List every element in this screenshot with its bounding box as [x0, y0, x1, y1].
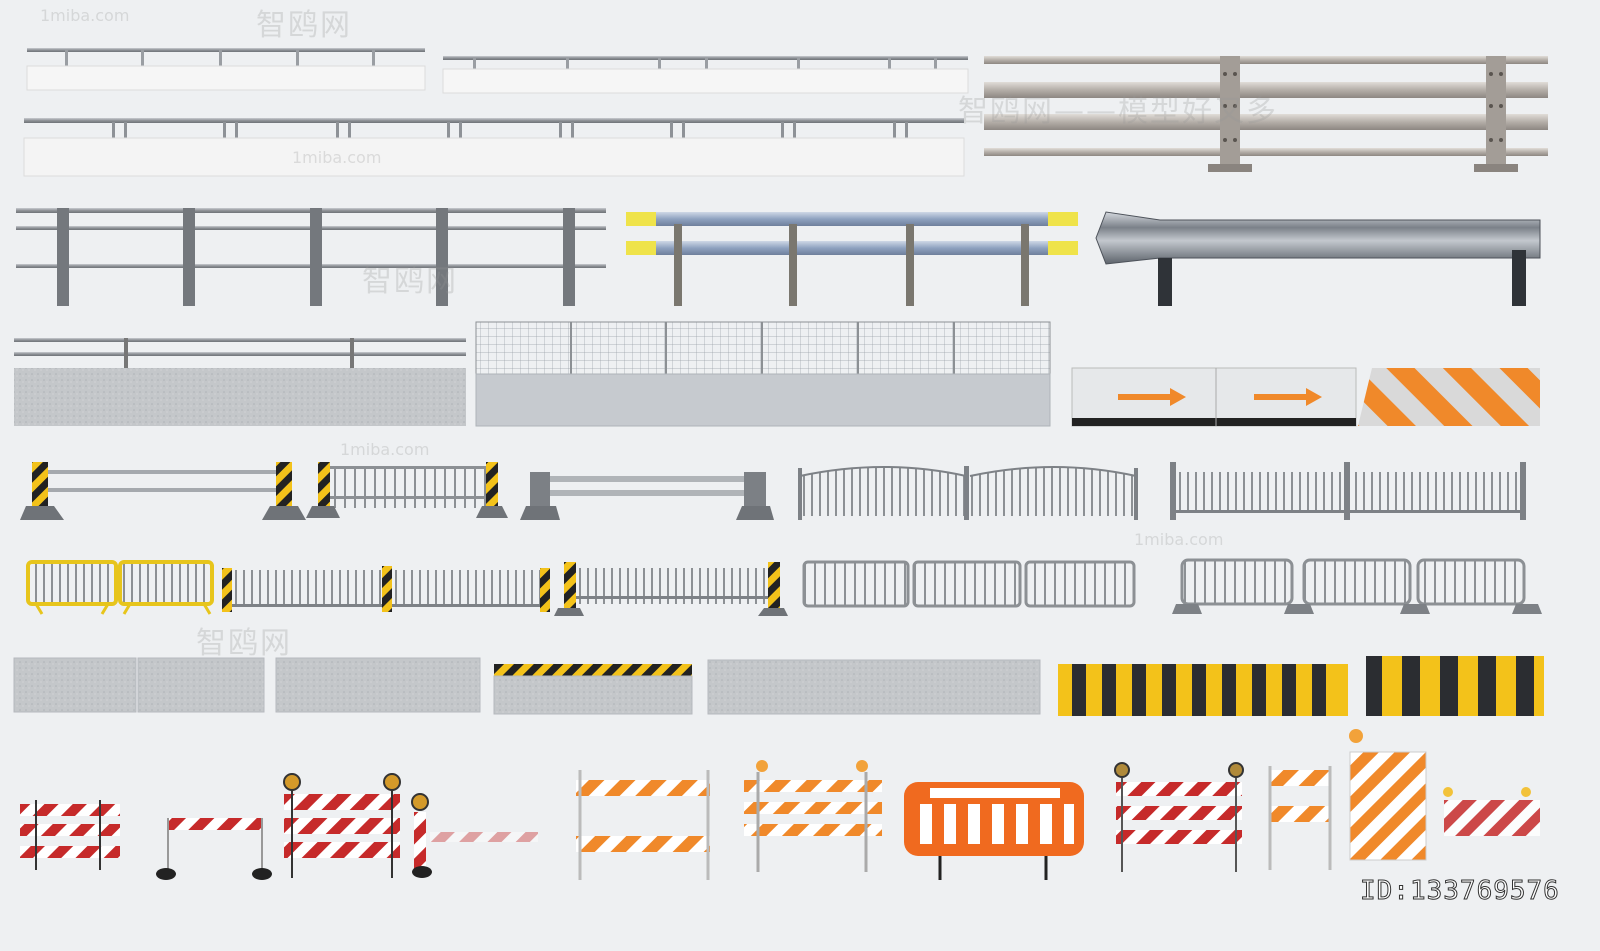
orange-plastic-barricade	[904, 782, 1084, 880]
steel-crowd-barriers	[802, 560, 1136, 608]
loop-top-railing-with-posts	[554, 562, 788, 616]
arched-railing-fence	[798, 466, 1138, 520]
concrete-jersey-barrier-2	[275, 657, 481, 713]
sign-stand-barricades	[1268, 729, 1540, 870]
orange-white-barricade-with-lights	[744, 760, 882, 872]
yellow-black-barrier-2	[1366, 656, 1544, 716]
parapet-rail-3	[23, 118, 965, 177]
blue-w-beam-guardrail	[626, 212, 1078, 306]
orange-white-barricade-1	[576, 770, 710, 880]
pedestrian-rail-barrier-3	[520, 472, 774, 520]
yellow-crowd-barrier	[26, 560, 214, 615]
striped-post-with-light	[411, 793, 538, 878]
loop-top-railing-fence	[1170, 462, 1526, 520]
steel-post-railing	[16, 208, 606, 306]
hazard-striped-concrete-barrier	[493, 664, 693, 715]
loop-top-railing-with-bollards	[222, 566, 550, 612]
red-white-barricade-2	[156, 818, 272, 880]
mesh-fence-on-barrier	[475, 321, 1051, 427]
yellow-black-barrier-1	[1058, 664, 1348, 716]
parapet-rail-2	[442, 56, 969, 94]
red-white-barricade-1	[20, 800, 120, 870]
parapet-rail-1	[26, 48, 426, 91]
pedestrian-rail-barrier-1	[20, 462, 306, 520]
red-white-barricade-with-lights	[1114, 762, 1244, 872]
pedestrian-railing-barrier-2	[306, 462, 508, 518]
concrete-parapet-with-rail	[14, 338, 466, 426]
barricade-with-warning-lights	[283, 773, 401, 878]
arrow-water-barrier	[1071, 367, 1540, 427]
crowd-barriers-with-stands	[1172, 558, 1542, 614]
long-concrete-barrier	[707, 659, 1041, 715]
w-beam-end-terminal	[1095, 211, 1541, 306]
model-id-label: ID:133769576	[1360, 876, 1560, 907]
concrete-jersey-barriers-1	[13, 657, 265, 713]
thrie-beam-guardrail	[984, 56, 1548, 172]
